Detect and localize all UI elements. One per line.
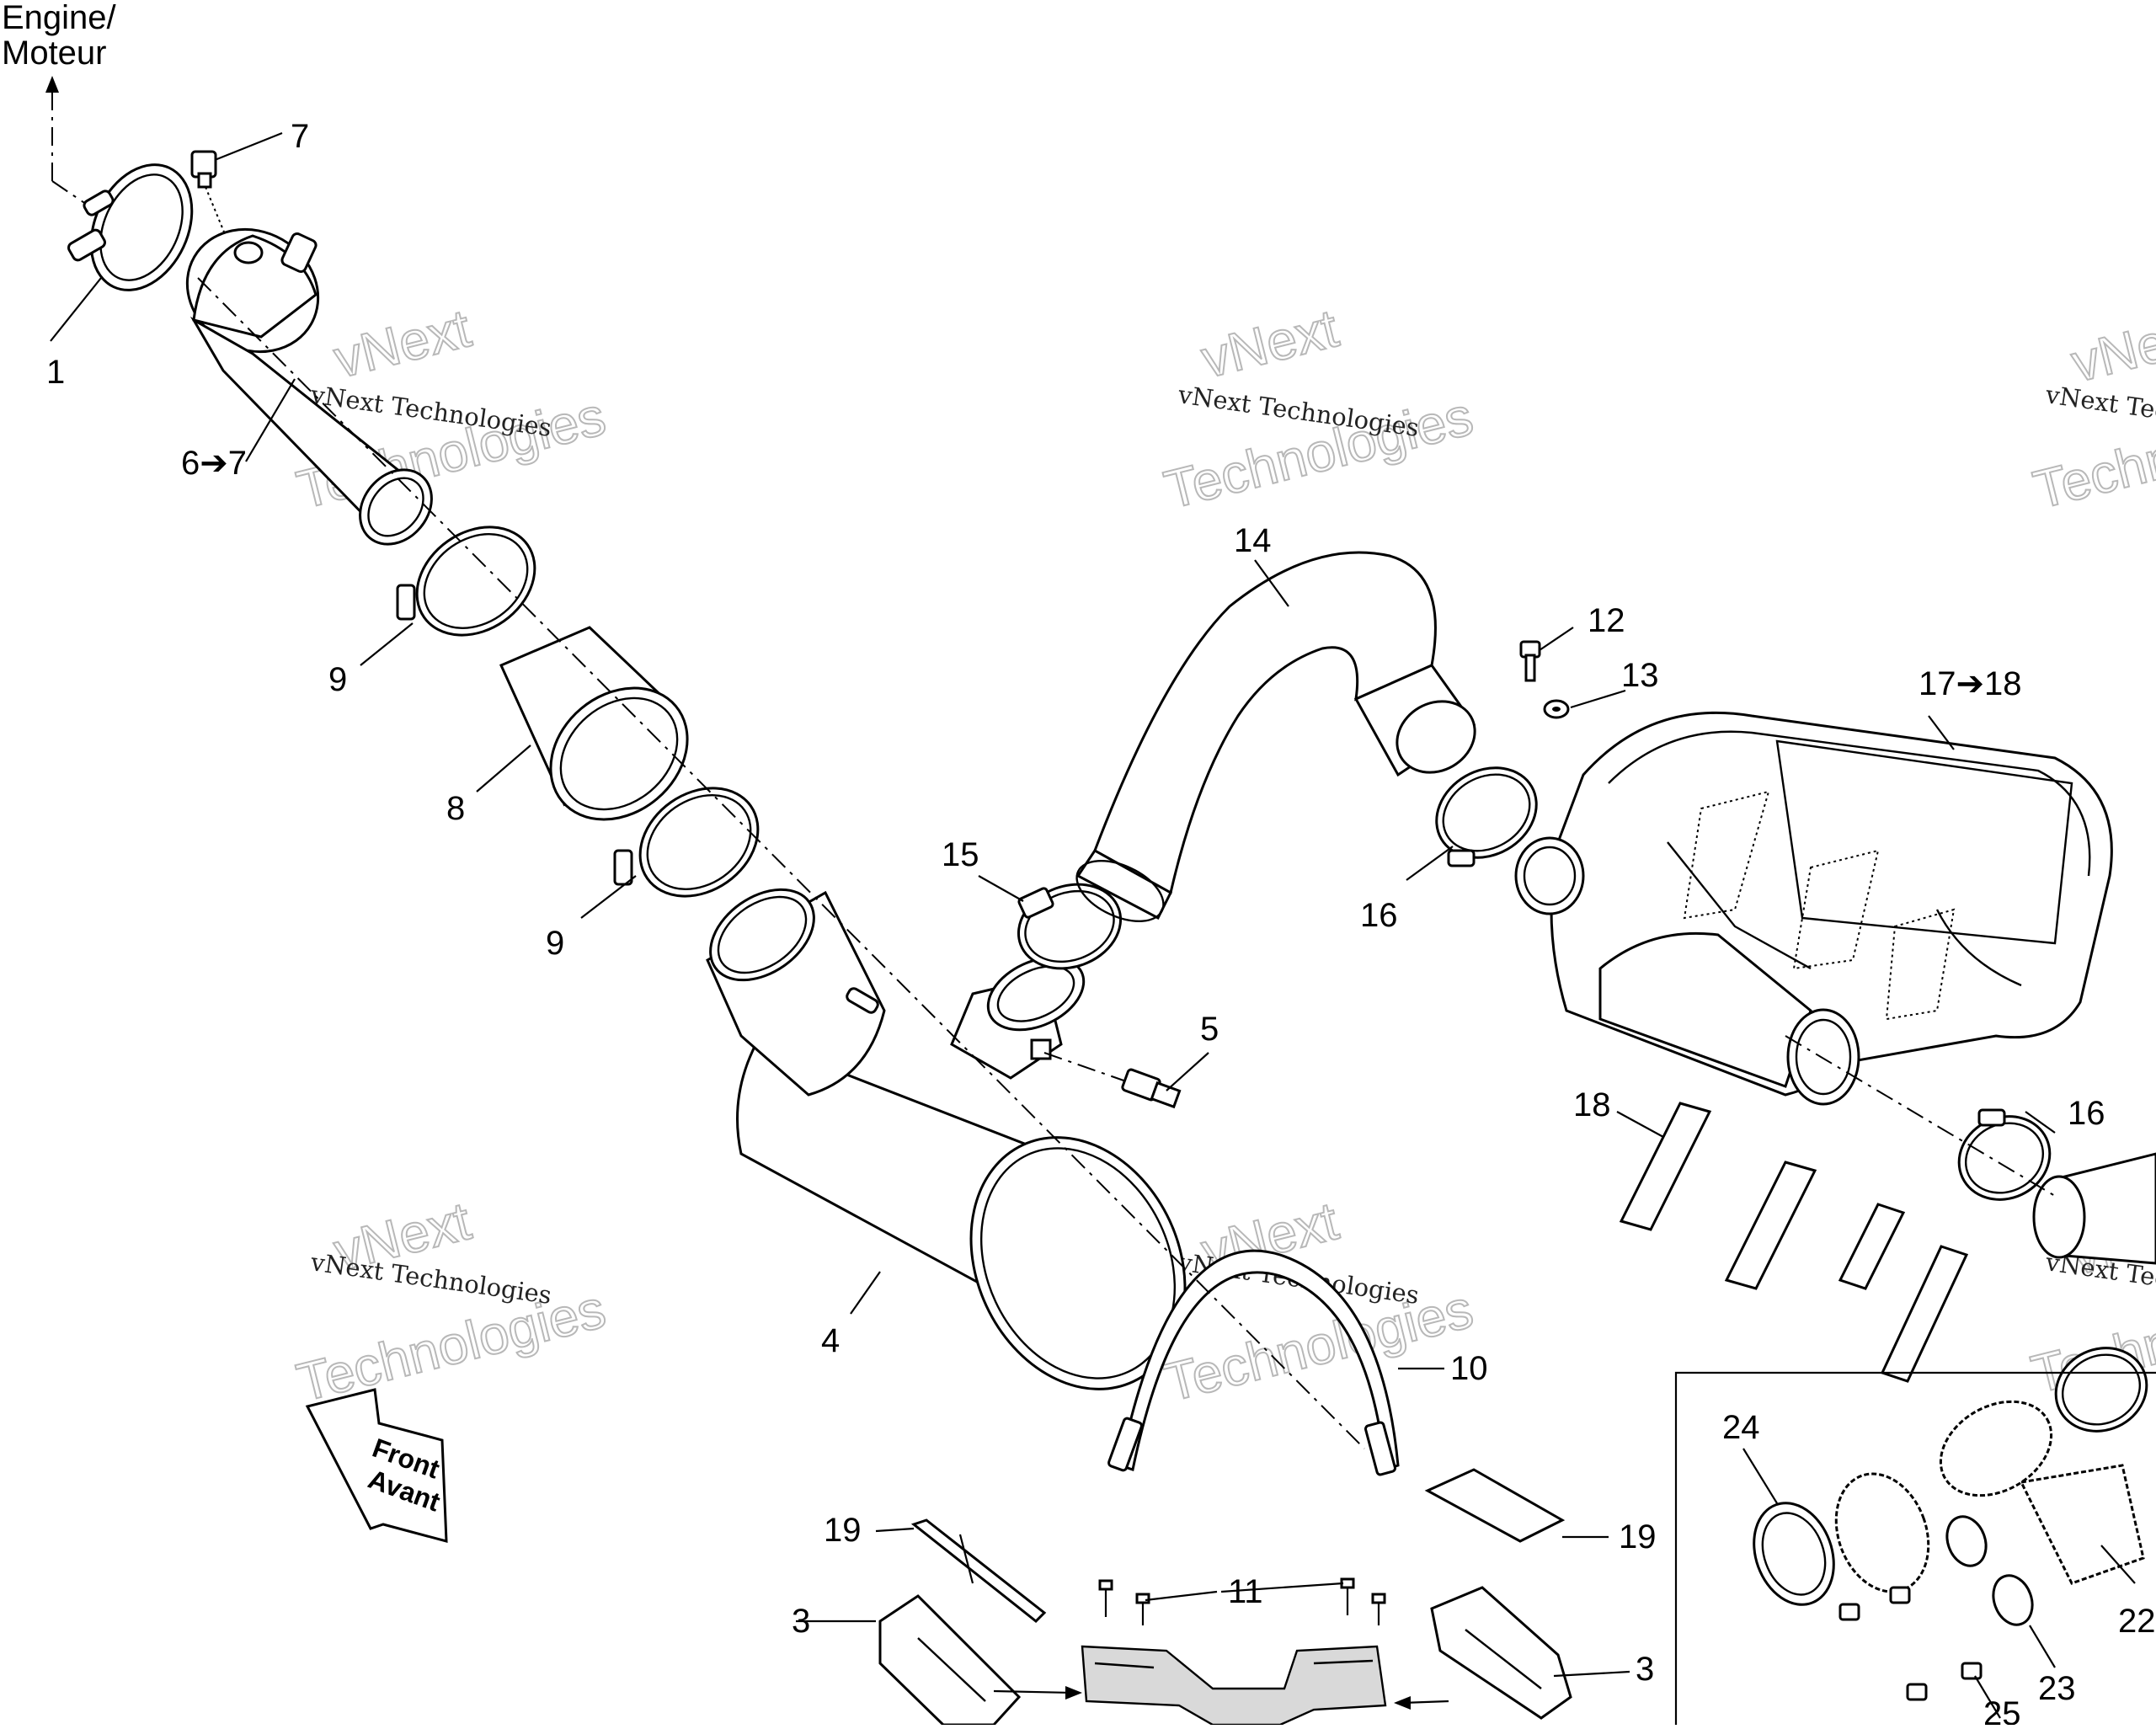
callout-13: 13	[1621, 657, 1659, 694]
callout-23: 23	[2038, 1670, 2076, 1707]
callout-7: 7	[291, 118, 309, 155]
muffler	[706, 888, 1187, 1390]
sensor-5	[1043, 1052, 1182, 1109]
inset-ring-24	[1753, 1502, 1835, 1606]
bracket-3-right	[1430, 1586, 1572, 1720]
callout-14: 14	[1234, 522, 1272, 559]
clamp-9-lower	[613, 787, 760, 898]
callout-15: 15	[942, 836, 979, 873]
inset-gasket	[1834, 1472, 1930, 1593]
heat-shield	[1081, 1645, 1387, 1726]
screw-11-a	[1098, 1579, 1113, 1617]
callout-3-right: 3	[1636, 1651, 1654, 1688]
muffler-box	[1514, 711, 2113, 1106]
svg-text:vNext: vNext	[1196, 297, 1344, 389]
detail-inset	[1674, 1371, 2156, 1725]
callout-11: 11	[1228, 1573, 1263, 1610]
callout-19-left: 19	[824, 1512, 862, 1549]
clamp-16-lower	[1957, 1108, 2052, 1201]
svg-text:Technologies: Technologies	[291, 1278, 611, 1413]
clamp-16-upper	[1435, 766, 1538, 867]
leader-lines	[50, 131, 2136, 1719]
svg-text:vNext: vNext	[328, 297, 477, 389]
callout-12: 12	[1588, 602, 1625, 639]
bent-pipe	[1075, 551, 1476, 922]
callout-19-right: 19	[1619, 1518, 1657, 1556]
front-exhaust-pipe	[185, 227, 433, 546]
callout-10: 10	[1450, 1350, 1488, 1387]
strip-18-a	[1619, 1102, 1712, 1231]
callout-9-upper: 9	[328, 661, 347, 698]
callout-18: 18	[1573, 1086, 1611, 1123]
callout-1: 1	[46, 354, 65, 391]
strip-18-d	[1880, 1245, 1969, 1383]
screw-11-c	[1340, 1577, 1355, 1615]
inset-flange	[1939, 1400, 2145, 1585]
callout-5: 5	[1200, 1011, 1219, 1048]
front-direction-arrow: Front Avant	[305, 1388, 448, 1543]
watermark-text-3: vNext Technologies	[2043, 380, 2156, 442]
bolt-12	[1519, 640, 1541, 682]
pad-19-right	[1424, 1468, 1566, 1543]
callout-6-7: 6➔7	[181, 445, 247, 482]
strap-10	[1107, 1249, 1400, 1476]
svg-text:vNext: vNext	[2066, 302, 2156, 393]
coupling-sleeve	[499, 626, 689, 821]
bracket-3-left	[878, 1594, 1022, 1726]
inset-ring-23a	[1945, 1515, 1988, 1567]
engine-label: Engine/	[2, 0, 117, 36]
inset-bolts	[1838, 1586, 1983, 1701]
callout-16-upper: 16	[1360, 897, 1398, 934]
callout-24: 24	[1722, 1409, 1760, 1446]
callout-22: 22	[2118, 1603, 2156, 1640]
assembly-axis-right	[1785, 1035, 2056, 1197]
callout-8: 8	[446, 790, 465, 827]
callout-3-left: 3	[792, 1603, 810, 1640]
pad-19-left	[910, 1518, 1047, 1624]
assembly-axis	[197, 277, 1365, 1449]
callout-16-lower: 16	[2068, 1095, 2105, 1132]
strip-18-c	[1838, 1203, 1906, 1290]
screw-11-b	[1135, 1593, 1150, 1625]
callout-25: 25	[1983, 1695, 2021, 1725]
callout-17-18: 17➔18	[1919, 665, 2022, 702]
inset-ring-23	[1992, 1574, 2034, 1626]
fitting-7	[190, 150, 230, 245]
washer-13	[1543, 699, 1570, 719]
callout-4: 4	[821, 1322, 840, 1359]
screw-11-d	[1371, 1593, 1386, 1625]
strip-18-b	[1724, 1161, 1817, 1290]
tail-pipe	[2032, 1152, 2156, 1433]
engine-label-fr: Moteur	[2, 35, 107, 72]
assembly-arrows	[993, 1686, 1449, 1710]
clamp-9-upper	[396, 526, 536, 637]
v-band-clamp	[67, 163, 194, 291]
callout-9-lower: 9	[546, 925, 564, 962]
